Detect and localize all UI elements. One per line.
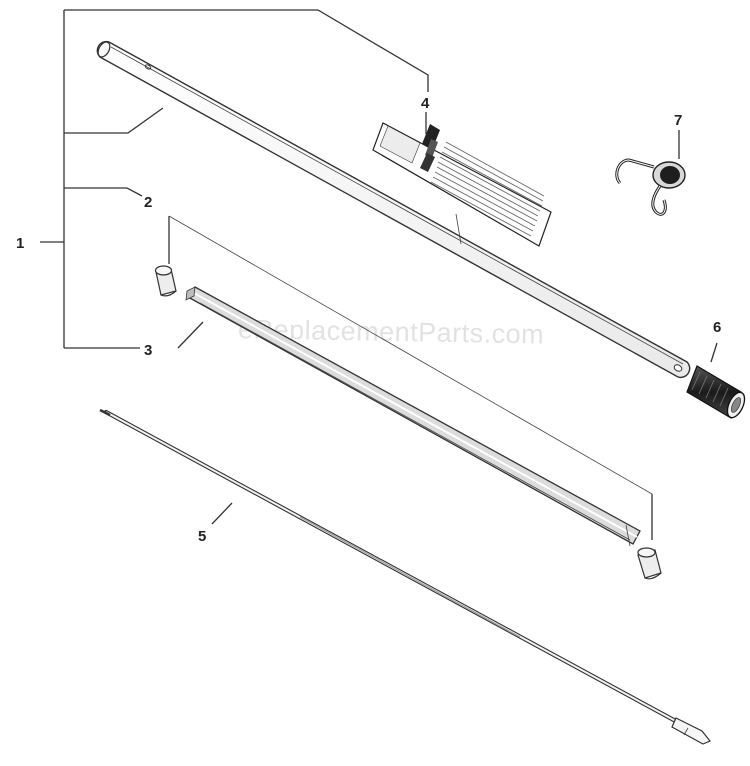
callout-6: 6 [713, 319, 721, 336]
shaft-liner [177, 286, 641, 547]
grip [686, 342, 746, 419]
outer-tube [96, 40, 691, 379]
callout-7: 7 [674, 112, 682, 129]
callout-2: 2 [144, 194, 152, 211]
callout-5: 5 [198, 528, 206, 545]
warning-label [372, 112, 552, 247]
hanger-hook [615, 130, 686, 216]
callout-4: 4 [421, 95, 430, 112]
callout-1: 1 [16, 235, 24, 252]
callout-3: 3 [144, 342, 152, 359]
callouts: 1 2 3 4 5 6 7 [16, 95, 721, 545]
assembly-bracket [40, 9, 429, 349]
bushing-top [154, 215, 653, 495]
drive-shaft [99, 408, 711, 745]
bushing-bottom [637, 494, 662, 580]
